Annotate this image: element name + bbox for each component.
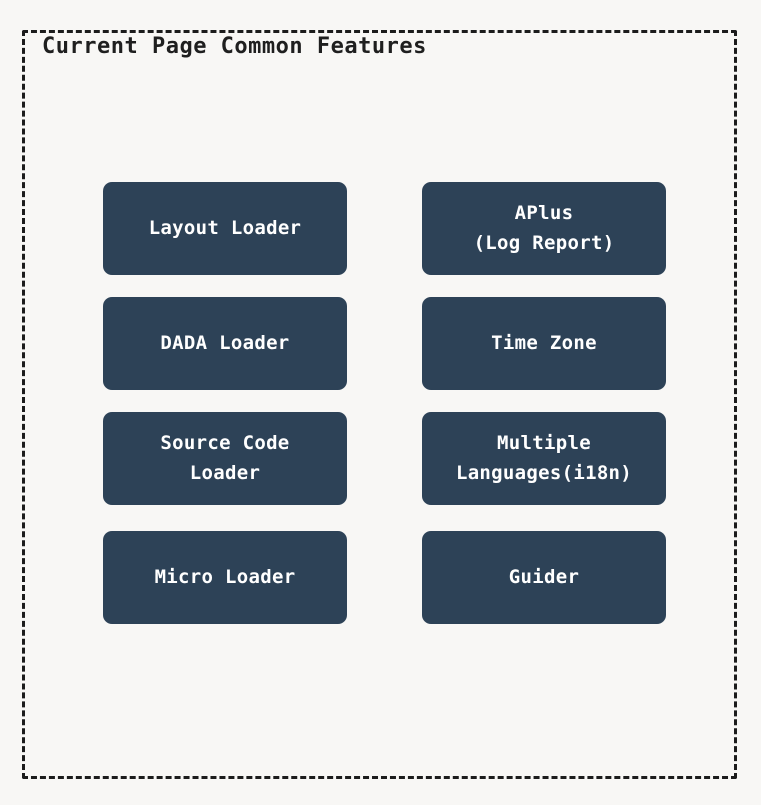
node-label: Source Code Loader bbox=[160, 432, 290, 484]
node-label: DADA Loader bbox=[160, 331, 290, 354]
node-micro-loader: Micro Loader bbox=[103, 531, 347, 624]
dashed-group-frame bbox=[22, 30, 737, 779]
node-label: Multiple Languages(i18n) bbox=[455, 432, 633, 484]
node-time-zone: Time Zone bbox=[422, 297, 666, 390]
node-label: APlus (Log Report) bbox=[473, 202, 615, 254]
node-dada-loader: DADA Loader bbox=[103, 297, 347, 390]
node-label: Layout Loader bbox=[148, 216, 302, 239]
node-guider: Guider bbox=[422, 531, 666, 624]
node-layout-loader: Layout Loader bbox=[103, 182, 347, 275]
node-label: Guider bbox=[508, 565, 580, 588]
node-label: Time Zone bbox=[491, 331, 597, 354]
node-aplus-log-report: APlus (Log Report) bbox=[422, 182, 666, 275]
node-source-code-loader: Source Code Loader bbox=[103, 412, 347, 505]
node-label: Micro Loader bbox=[154, 565, 296, 588]
group-title: Current Page Common Features bbox=[42, 34, 427, 59]
node-multiple-languages-i18n: Multiple Languages(i18n) bbox=[422, 412, 666, 505]
